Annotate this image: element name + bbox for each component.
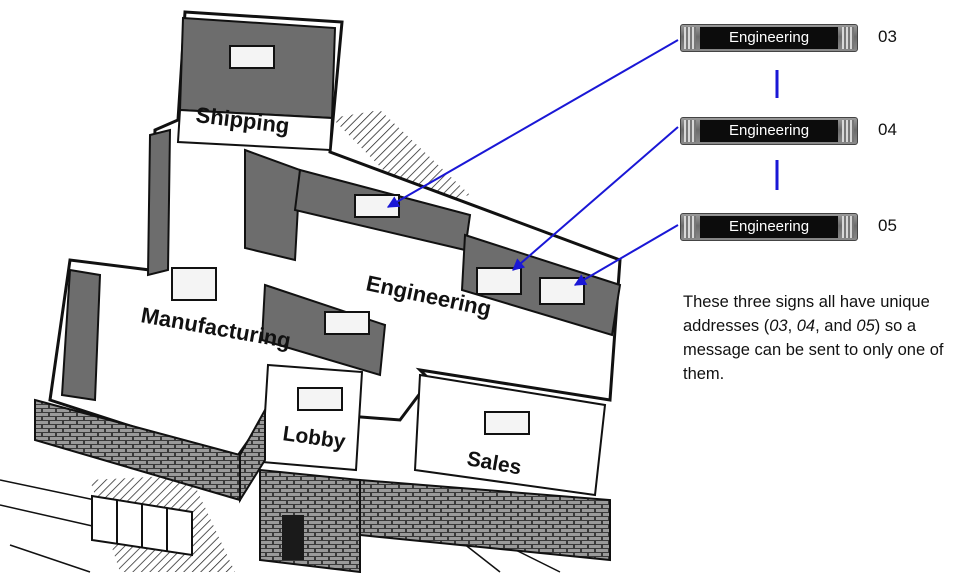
led-sign-04: Engineering	[680, 117, 858, 145]
sign-end-cap	[842, 120, 854, 142]
caption-part: ,	[787, 317, 797, 335]
led-sign-03: Engineering	[680, 24, 858, 52]
caption-part: These three signs all have unique addres…	[683, 293, 930, 335]
sign-address-04: 04	[878, 120, 897, 139]
sign-message: Engineering	[700, 120, 838, 142]
sign-end-cap	[684, 216, 696, 238]
wall-signs	[171, 45, 585, 435]
entrance-doors	[91, 494, 193, 557]
sign-end-cap	[842, 216, 854, 238]
sign-end-cap	[684, 120, 696, 142]
shipping-room-floor	[176, 108, 334, 152]
pointer-arrows	[386, 39, 679, 286]
brick-foundation	[34, 398, 611, 573]
caption-part: ) so a message can be sent to only one o…	[683, 317, 944, 383]
lobby-room-floor	[260, 363, 364, 472]
caption-text: These three signs all have unique addres…	[683, 290, 973, 386]
sign-end-cap	[842, 27, 854, 49]
sign-message: Engineering	[700, 27, 838, 49]
sign-address-05: 05	[878, 216, 897, 235]
lobby-door	[282, 515, 304, 560]
led-sign-05: Engineering	[680, 213, 858, 241]
caption-address: 05	[856, 317, 875, 335]
sign-address-03: 03	[878, 27, 897, 46]
caption-address: 04	[796, 317, 816, 335]
sign-message: Engineering	[700, 216, 838, 238]
caption-part: , and	[815, 317, 857, 335]
sign-end-cap	[684, 27, 696, 49]
caption-address: 03	[769, 317, 788, 335]
